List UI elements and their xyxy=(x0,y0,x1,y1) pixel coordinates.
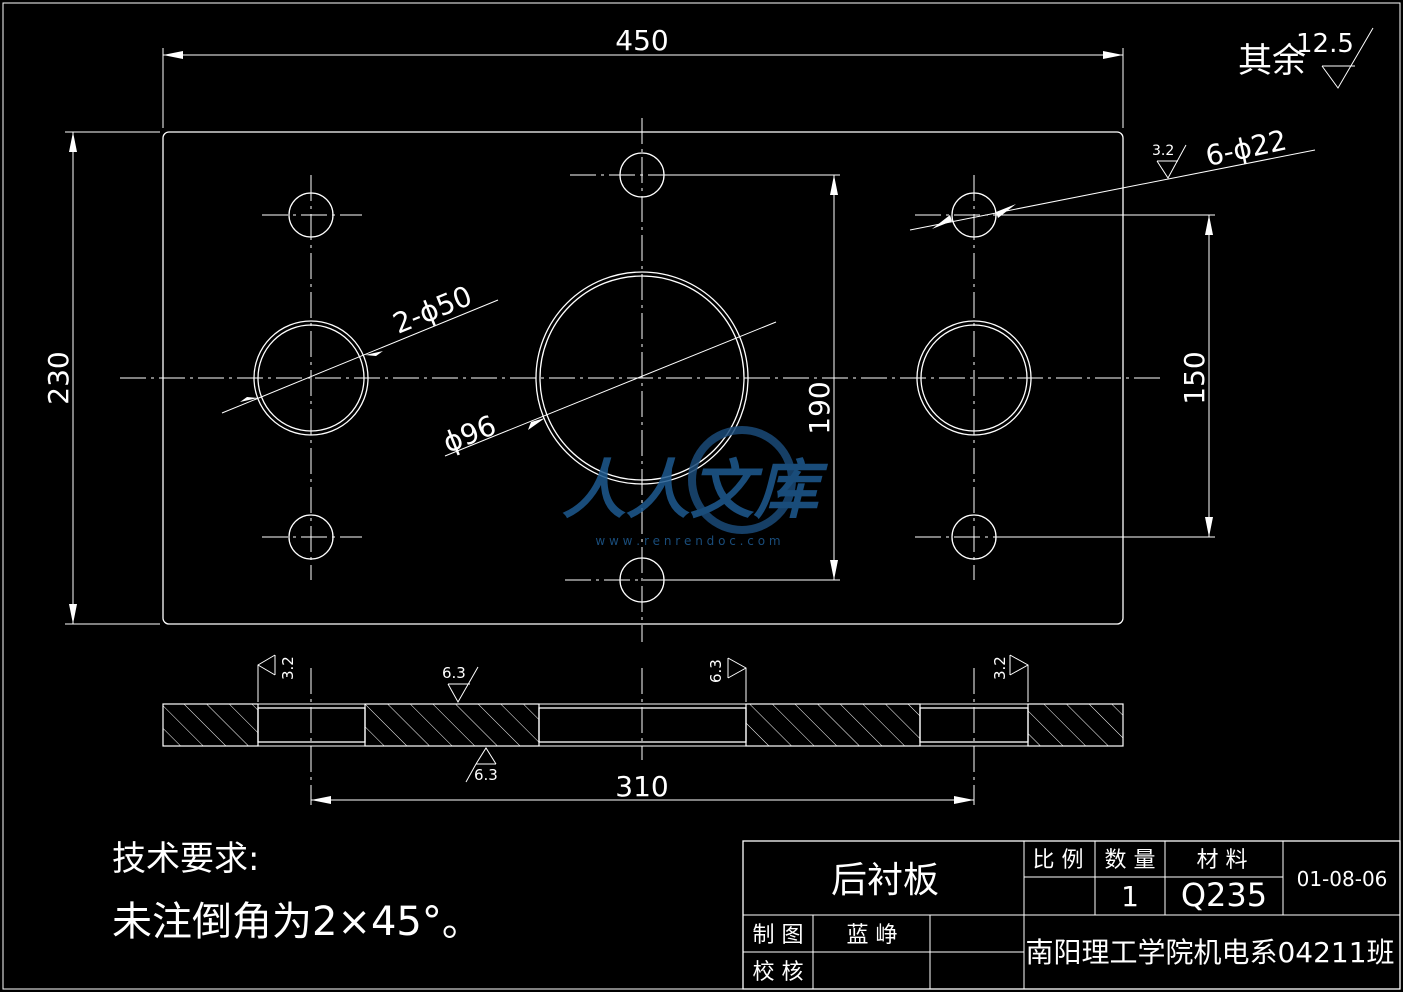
watermark-url: w w w . r e n r e n d o c . c o m xyxy=(595,534,780,548)
dim-230-text: 230 xyxy=(42,351,75,404)
quantity-value: 1 xyxy=(1121,880,1139,913)
medium-hole-left xyxy=(253,320,369,436)
roughness-section-top: 6.3 xyxy=(442,664,479,704)
small-hole xyxy=(288,514,334,560)
other-label: 其余 xyxy=(1238,41,1306,81)
dimension-450: 450 xyxy=(162,24,1124,128)
roughness-symbol: 3.2 xyxy=(1152,143,1187,179)
roughness-value: 6.3 xyxy=(442,664,466,682)
drawn-by: 蓝 峥 xyxy=(847,923,898,948)
watermark-logo-ring xyxy=(688,426,796,534)
section-solid xyxy=(364,703,540,747)
large-hole xyxy=(535,271,749,485)
section-solid xyxy=(1027,703,1124,747)
title-block: 后衬板 比 例 数 量 材 料 1 Q235 01-08-06 制 图 蓝 峥 … xyxy=(742,840,1401,990)
roughness-section-top-right: 6.3 xyxy=(707,657,747,702)
roughness-section-bottom: 6.3 xyxy=(465,747,498,784)
surface-finish-other: 其余 12.5 xyxy=(1238,27,1374,89)
section-view: 310 3.2 3.2 6.3 6.3 xyxy=(162,654,1124,805)
medium-hole-right xyxy=(916,320,1032,436)
dim-450-text: 450 xyxy=(615,24,668,57)
watermark: 人人文库 w w w . r e n r e n d o c . c o m xyxy=(562,426,829,548)
small-hole xyxy=(288,192,334,238)
scale-label: 比 例 xyxy=(1033,848,1084,873)
notes-line-1: 未注倒角为2×45°。 xyxy=(112,899,482,945)
dim-150-text: 150 xyxy=(1178,351,1211,404)
material-value: Q235 xyxy=(1181,876,1267,914)
technical-requirements: 技术要求: 未注倒角为2×45°。 xyxy=(112,839,482,945)
leader-big-hole: ϕ96 xyxy=(438,321,777,460)
school-name: 南阳理工学院机电系04211班 xyxy=(1025,936,1394,969)
notes-title: 技术要求: xyxy=(112,839,259,879)
roughness-value: 3.2 xyxy=(991,656,1009,680)
dim-310-text: 310 xyxy=(615,770,668,803)
dim-190-text: 190 xyxy=(803,381,836,434)
quantity-label: 数 量 xyxy=(1105,848,1156,873)
material-label: 材 料 xyxy=(1197,848,1248,873)
dim-2phi50-text: 2-ϕ50 xyxy=(388,279,476,340)
dimension-230: 230 xyxy=(42,131,160,625)
watermark-logo-text: 人人文库 xyxy=(562,454,829,528)
section-solid xyxy=(745,703,921,747)
dimension-310: 310 xyxy=(311,770,974,804)
roughness-value: 6.3 xyxy=(474,766,498,784)
drawing-number: 01-08-06 xyxy=(1297,867,1388,891)
roughness-value: 3.2 xyxy=(279,656,297,680)
drawn-label: 制 图 xyxy=(753,923,804,948)
dim-phi96-text: ϕ96 xyxy=(438,409,501,460)
section-solid xyxy=(162,703,259,747)
roughness-symbol xyxy=(1321,27,1374,89)
checked-label: 校 核 xyxy=(753,960,804,985)
part-name: 后衬板 xyxy=(831,860,939,901)
other-value: 12.5 xyxy=(1296,29,1354,59)
roughness-section-left: 3.2 xyxy=(257,654,297,702)
dim-6phi22-text: 6-ϕ22 xyxy=(1203,124,1290,173)
dimension-190: 190 xyxy=(664,174,840,581)
leader-small-holes: 6-ϕ22 3.2 xyxy=(909,124,1316,231)
roughness-value: 3.2 xyxy=(1152,143,1174,159)
roughness-value: 6.3 xyxy=(707,659,725,683)
dimension-150: 150 xyxy=(996,214,1215,538)
roughness-section-right: 3.2 xyxy=(991,654,1029,702)
plan-view xyxy=(120,118,1165,642)
